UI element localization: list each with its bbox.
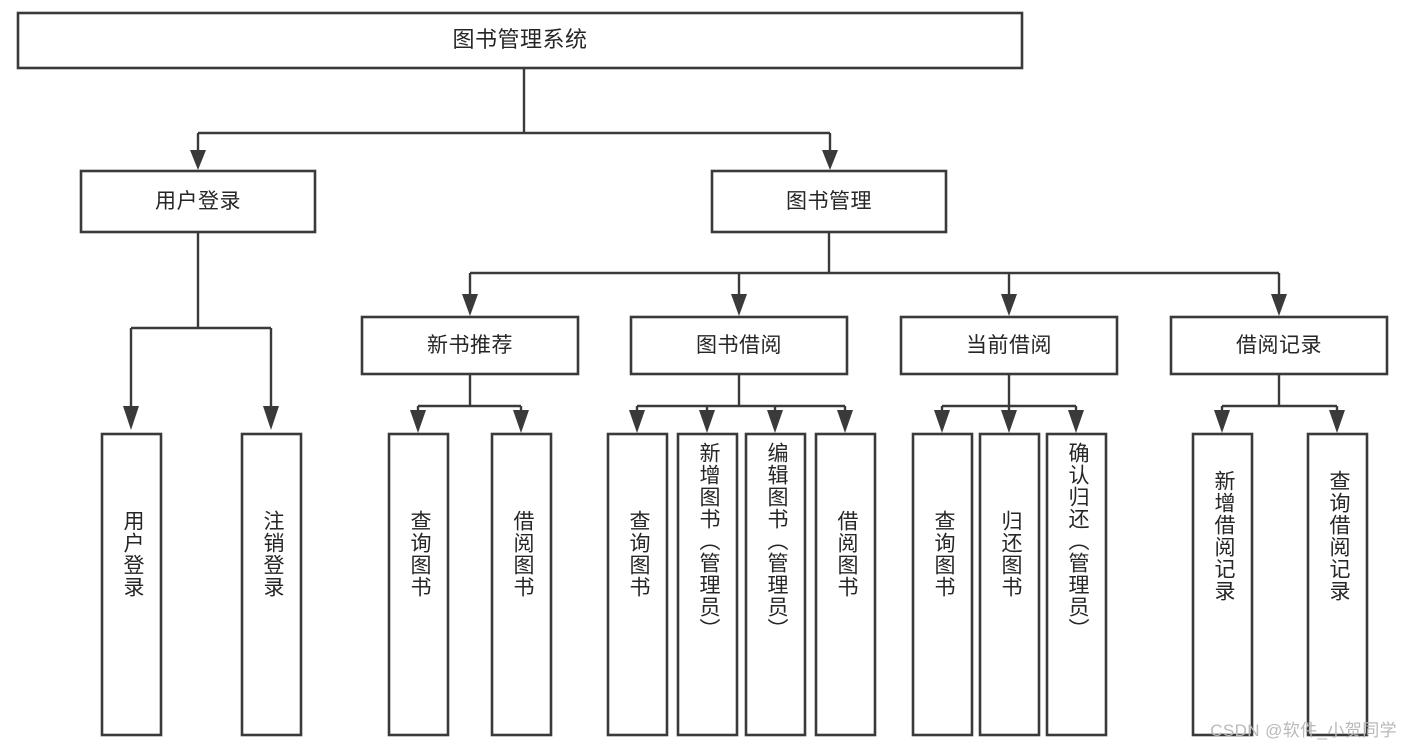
arrow-head-icon bbox=[822, 150, 838, 170]
connector-book-borrow-to-leaves bbox=[629, 374, 853, 433]
connector-new-book-recommend-to-leaves bbox=[410, 374, 529, 433]
connector-borrow-record-to-leaves bbox=[1214, 374, 1345, 433]
leaf-box-recommend-query-book[interactable] bbox=[387, 432, 450, 737]
arrow-head-icon bbox=[837, 410, 853, 433]
watermark-text: CSDN @软件_小贺同学 bbox=[1210, 721, 1397, 740]
arrow-head-icon bbox=[123, 406, 139, 430]
node-box-new-book-recommend[interactable] bbox=[360, 315, 580, 376]
node-box-root[interactable] bbox=[16, 11, 1024, 70]
leaf-box-borrow-borrow-book[interactable] bbox=[814, 432, 877, 737]
connector-current-borrow-to-leaves bbox=[934, 374, 1084, 433]
arrow-head-icon bbox=[1068, 410, 1084, 433]
arrow-head-icon bbox=[1271, 294, 1287, 316]
leaf-box-current-confirm-return[interactable] bbox=[1045, 432, 1108, 737]
arrow-head-icon bbox=[767, 410, 783, 433]
connector-root-to-level2 bbox=[190, 68, 838, 170]
arrow-head-icon bbox=[1001, 410, 1017, 433]
leaf-box-current-return-book[interactable] bbox=[978, 432, 1041, 737]
connector-user-login-to-leaves bbox=[123, 232, 279, 430]
arrow-head-icon bbox=[934, 410, 950, 433]
leaf-box-recommend-borrow-book[interactable] bbox=[490, 432, 553, 737]
node-box-book-borrow[interactable] bbox=[629, 315, 849, 376]
node-box-current-borrow[interactable] bbox=[899, 315, 1119, 376]
node-box-book-management[interactable] bbox=[710, 169, 948, 234]
leaf-box-user-login-login[interactable] bbox=[100, 432, 163, 737]
arrow-head-icon bbox=[513, 410, 529, 433]
leaf-box-record-query-record[interactable] bbox=[1306, 432, 1369, 737]
arrow-head-icon bbox=[190, 150, 206, 170]
arrow-head-icon bbox=[1001, 294, 1017, 316]
leaf-box-current-query-book[interactable] bbox=[911, 432, 974, 737]
connector-book-management-to-level3 bbox=[462, 232, 1287, 316]
arrow-head-icon bbox=[263, 406, 279, 430]
leaf-box-borrow-add-book[interactable] bbox=[676, 432, 739, 737]
node-box-user-login[interactable] bbox=[79, 169, 317, 234]
arrow-head-icon bbox=[1329, 410, 1345, 433]
leaf-box-record-add-record[interactable] bbox=[1191, 432, 1254, 737]
arrow-head-icon bbox=[699, 410, 715, 433]
arrow-head-icon bbox=[1214, 410, 1230, 433]
arrow-head-icon bbox=[462, 294, 478, 316]
leaf-box-borrow-query-book[interactable] bbox=[606, 432, 669, 737]
node-box-borrow-record[interactable] bbox=[1169, 315, 1389, 376]
arrow-head-icon bbox=[731, 294, 747, 316]
arrow-head-icon bbox=[410, 410, 426, 433]
leaf-box-borrow-edit-book[interactable] bbox=[744, 432, 807, 737]
leaf-box-user-login-logout[interactable] bbox=[240, 432, 303, 737]
arrow-head-icon bbox=[629, 410, 645, 433]
